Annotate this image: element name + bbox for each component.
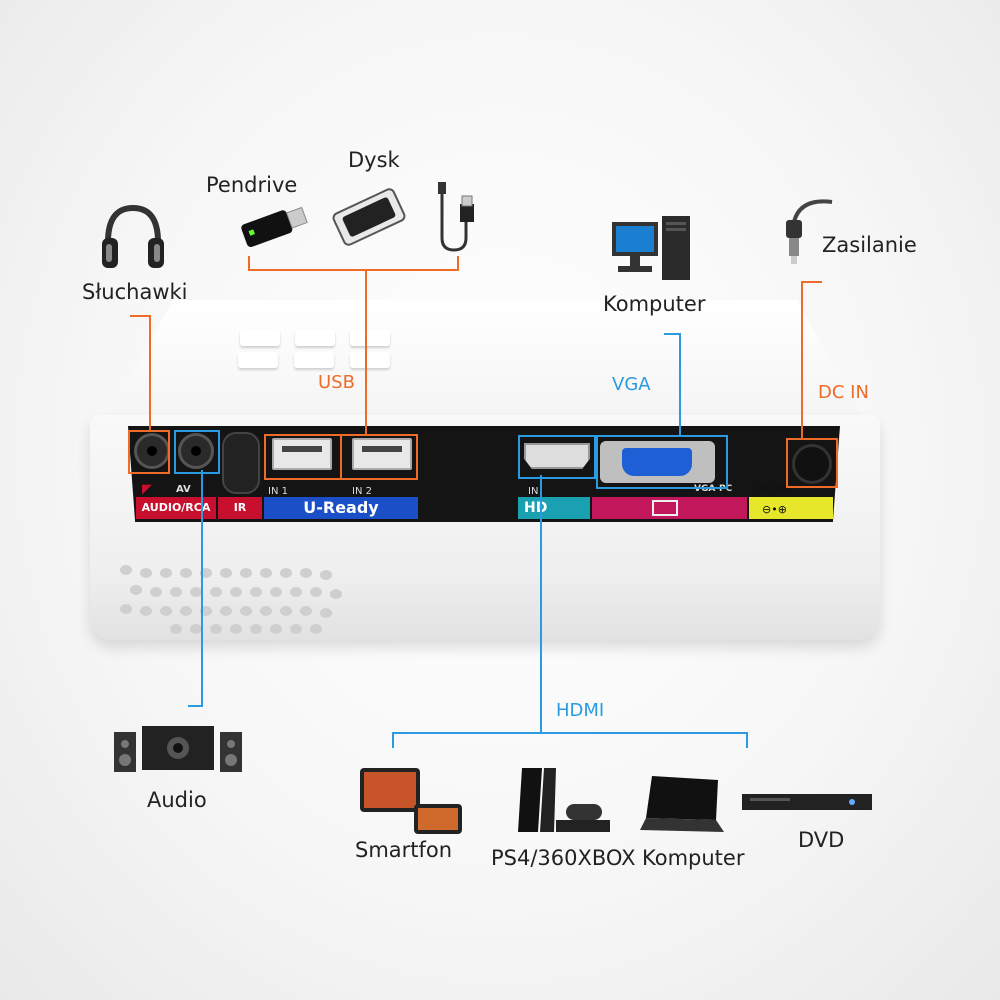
desktop-computer-icon [612, 216, 690, 280]
game-console-icon [518, 768, 610, 832]
label-dysk: Dysk [348, 148, 400, 172]
highlight-hdmi [518, 435, 596, 479]
band-dc [749, 497, 833, 519]
headphone-icon: ◤ [142, 482, 152, 497]
external-drive-icon [332, 188, 406, 246]
label-vga: VGA [612, 374, 651, 395]
usb-cable-icon [438, 182, 474, 252]
label-usb: USB [318, 372, 355, 393]
label-sluchawki: Słuchawki [82, 280, 188, 304]
dvd-player-icon [742, 794, 872, 810]
projector-key [295, 330, 335, 346]
panel-in2: IN 2 [352, 486, 372, 497]
panel-in: IN [528, 486, 539, 497]
monitor-icon [652, 500, 678, 516]
label-ps4: PS4/360XBOX [491, 846, 636, 870]
label-komputer-bottom: Komputer [642, 846, 745, 870]
band-usb: U-Ready [264, 497, 418, 519]
label-hdmi: HDMI [556, 700, 605, 721]
headphones-icon [102, 204, 164, 268]
label-dvd: DVD [798, 828, 845, 852]
highlight-av [174, 430, 220, 474]
projector-key [350, 330, 390, 346]
label-pendrive: Pendrive [206, 173, 298, 197]
panel-dc-in: DC IN [758, 484, 790, 495]
power-plug-icon [786, 199, 833, 264]
panel-vga-pc: VGA-PC [694, 484, 733, 494]
band-vga [592, 497, 747, 519]
usb-flash-drive-icon [241, 206, 308, 248]
projector-key [294, 352, 334, 368]
usb-port-in2[interactable] [352, 438, 412, 470]
projector-key [240, 330, 280, 346]
band-ir: IR [218, 497, 262, 519]
panel-in1: IN 1 [268, 486, 288, 497]
vga-port[interactable] [600, 441, 715, 483]
label-zasilanie: Zasilanie [822, 233, 917, 257]
polarity-icon: ⊖•⊕ [762, 503, 787, 516]
dc-in-jack[interactable] [792, 444, 832, 484]
hdmi-port[interactable] [524, 443, 590, 469]
panel-av: AV [176, 484, 191, 495]
highlight-vga [596, 435, 728, 489]
highlight-headphone [128, 430, 170, 474]
label-komputer-top: Komputer [603, 292, 706, 316]
ir-receiver [222, 432, 260, 494]
panel-audio-rca: AUDIO/RCA [141, 501, 211, 514]
label-smartfon: Smartfon [355, 838, 453, 862]
laptop-icon [640, 776, 724, 832]
label-dc-in: DC IN [818, 382, 869, 403]
usb-divider [340, 434, 342, 478]
highlight-dc-in [786, 438, 838, 488]
panel-u-ready: U-Ready [303, 498, 379, 517]
speakers-icon [114, 726, 242, 772]
projector-key [350, 352, 390, 368]
av-jack[interactable] [178, 433, 214, 469]
projector-key [238, 352, 278, 368]
usb-port-in1[interactable] [272, 438, 332, 470]
label-audio: Audio [147, 788, 207, 812]
band-audio: AUDIO/RCA [136, 497, 216, 519]
panel-ir: IR [233, 501, 247, 514]
tablet-smartphone-icon [360, 768, 462, 834]
